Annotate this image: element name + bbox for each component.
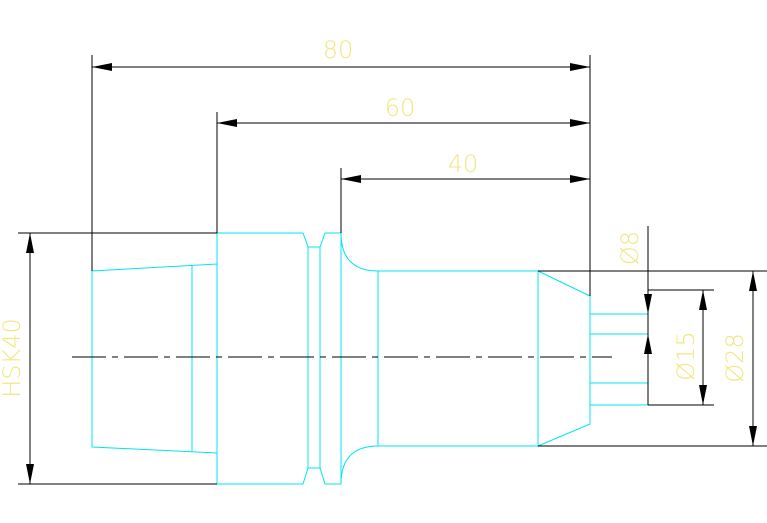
arrowhead bbox=[92, 63, 112, 71]
arrowhead bbox=[26, 464, 34, 484]
arrowhead bbox=[217, 119, 237, 127]
arrowhead bbox=[644, 334, 652, 354]
arrowhead bbox=[570, 119, 590, 127]
dimension-80: 80 bbox=[91, 36, 591, 296]
dim-text-80: 80 bbox=[323, 36, 354, 64]
dim-text-d15: Ø15 bbox=[672, 331, 700, 380]
dimension-60: 60 bbox=[216, 94, 590, 233]
dim-text-hsk40: HSK40 bbox=[0, 318, 26, 398]
dimension-d28: Ø28 bbox=[538, 270, 767, 447]
arrowhead bbox=[26, 233, 34, 253]
arrowhead bbox=[570, 175, 590, 183]
hsk-taper-shank bbox=[91, 263, 218, 454]
arrowhead bbox=[749, 426, 757, 446]
collar bbox=[319, 232, 342, 485]
arrowhead bbox=[644, 294, 652, 314]
arrowhead bbox=[699, 290, 707, 310]
nose-cone bbox=[537, 270, 591, 447]
arrowhead bbox=[341, 175, 361, 183]
fillet-neck bbox=[340, 232, 539, 485]
arrowhead bbox=[570, 63, 590, 71]
arrowhead bbox=[699, 385, 707, 405]
dim-text-d8: Ø8 bbox=[616, 231, 644, 265]
part-outline bbox=[91, 232, 648, 485]
dimension-hsk40: HSK40 bbox=[0, 232, 217, 485]
flange bbox=[216, 232, 309, 485]
dimension-d8: Ø8 bbox=[616, 226, 652, 405]
dim-text-60: 60 bbox=[385, 94, 416, 122]
dimension-40: 40 bbox=[340, 150, 590, 233]
dim-text-d28: Ø28 bbox=[721, 333, 749, 382]
arrowhead bbox=[749, 271, 757, 291]
dimension-d15: Ø15 bbox=[648, 289, 714, 406]
dim-text-40: 40 bbox=[448, 150, 479, 178]
